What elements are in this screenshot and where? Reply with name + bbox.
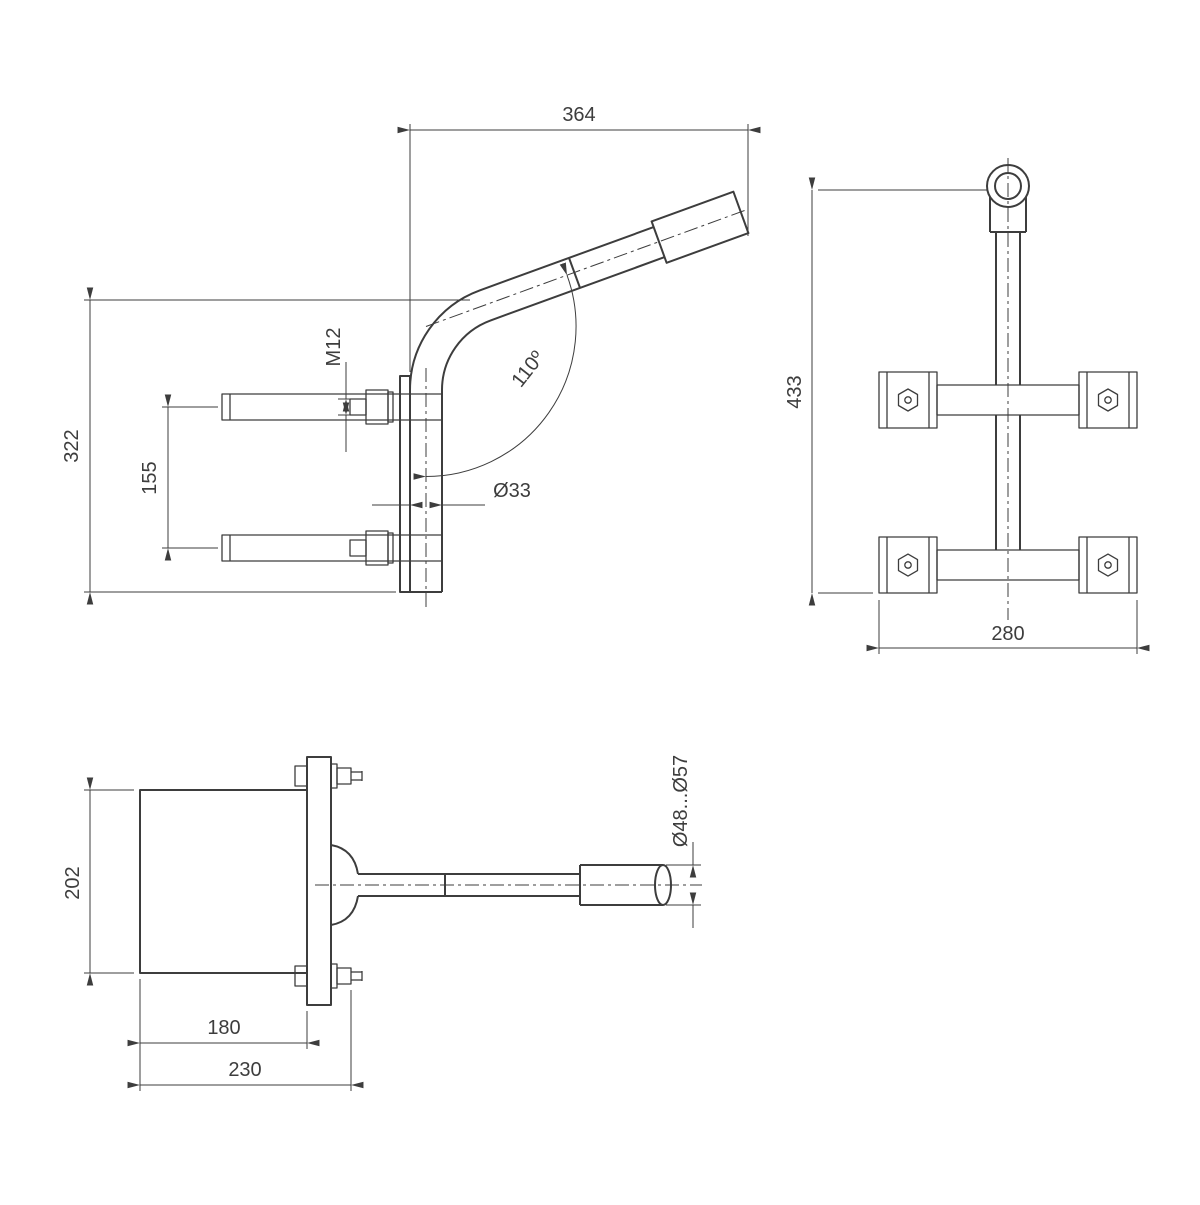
mounting-plate-top [306, 756, 332, 1006]
dim-clamp-spacing: 155 [139, 394, 218, 561]
dim-label-pipe-diameter: Ø33 [493, 480, 531, 502]
dim-bolt-thread: M12 [323, 328, 352, 452]
bracket-bottom-left [878, 536, 938, 594]
mounting-plate-edge [399, 375, 411, 593]
dim-front-height: 433 [784, 177, 988, 606]
arm-inner-edge [440, 256, 665, 592]
bracket-bottom-right [1078, 536, 1138, 594]
side-centerlines [425, 209, 747, 608]
tube-end-circle-inner [994, 172, 1022, 200]
dim-label-clamp-width: 280 [991, 623, 1024, 645]
dim-label-front-height: 433 [784, 375, 806, 408]
dim-label-overall-width: 230 [228, 1059, 261, 1081]
dim-label-spigot-diameter: Ø48...Ø57 [670, 755, 692, 847]
dim-arm-reach: 364 [397, 104, 761, 372]
dim-clamp-width: 280 [866, 600, 1150, 654]
dim-height-322: 322 [61, 287, 470, 605]
bracket-top-left [878, 371, 938, 429]
bent-arm-outline [409, 190, 750, 593]
bolt-shank-top [349, 398, 367, 416]
front-view: 433 280 [784, 158, 1150, 654]
bolt-bottom [294, 963, 363, 989]
hex-nut-bottom-left [897, 553, 919, 577]
fillet-bottom [330, 895, 359, 926]
hex-nut-bottom-right [1097, 553, 1119, 577]
dim-bend-angle: 110º [413, 262, 577, 480]
dim-label-body-depth: 202 [62, 866, 84, 899]
hex-nut-top-left [897, 388, 919, 412]
bracket-top-right [1078, 371, 1138, 429]
side-view: 364 322 155 M12 Ø33 110º [61, 104, 761, 608]
bolt-shank-bottom [349, 539, 367, 557]
clamp-bar-bottom [221, 530, 442, 566]
washer-top [387, 391, 394, 423]
dim-label-inner-width: 180 [207, 1017, 240, 1039]
dim-label-bend-angle: 110º [508, 347, 550, 392]
dim-label-height-322: 322 [61, 429, 83, 462]
nut-bottom [365, 530, 389, 566]
dim-label-arm-reach: 364 [562, 104, 595, 126]
dim-spigot-diameter: Ø48...Ø57 [666, 755, 701, 928]
washer-bottom [387, 532, 394, 564]
fillet-top [330, 844, 359, 875]
clamp-body-outline [139, 789, 308, 974]
dim-label-clamp-spacing: 155 [139, 461, 161, 494]
incline-centerline [425, 209, 747, 327]
hex-nut-top-right [1097, 388, 1119, 412]
spigot-tube [330, 844, 672, 926]
dim-label-bolt-thread: M12 [323, 328, 345, 367]
arm-end-sleeve [650, 190, 750, 264]
dim-overall-width: 230 [127, 990, 364, 1091]
pole-tube-front [986, 164, 1030, 550]
dim-inner-width: 180 [127, 979, 320, 1091]
bolt-top [294, 763, 363, 789]
dim-body-depth: 202 [62, 777, 134, 986]
top-view: 202 180 230 Ø48...Ø57 [62, 755, 702, 1091]
dim-pipe-diameter: Ø33 [372, 480, 531, 509]
crossbar-clamp-bottom [878, 536, 1138, 594]
nut-top [365, 389, 389, 425]
arm-outer-edge [409, 226, 654, 592]
